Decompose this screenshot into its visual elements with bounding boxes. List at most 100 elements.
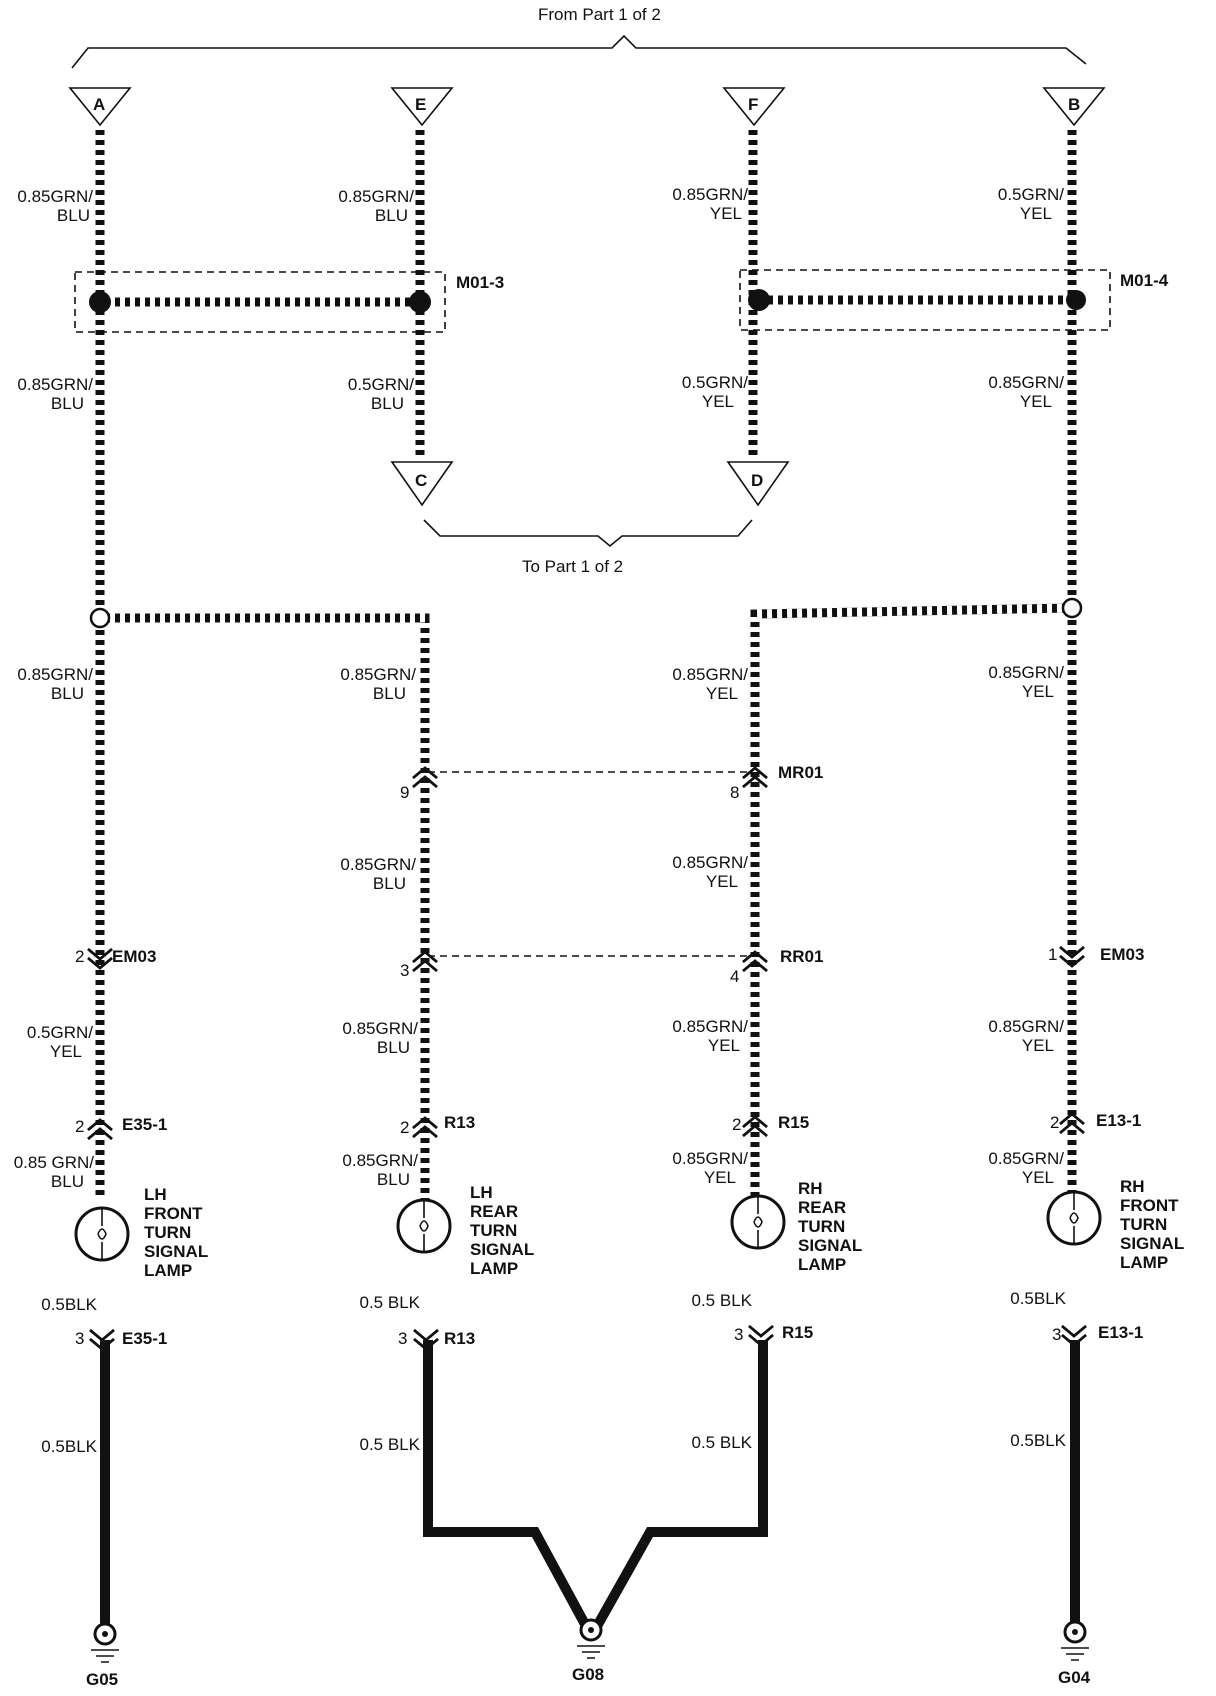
to-part-label: To Part 1 of 2 xyxy=(522,557,623,576)
terminal-f: F xyxy=(722,87,786,127)
svg-text:0.5 BLK: 0.5 BLK xyxy=(692,1291,753,1310)
svg-text:D: D xyxy=(751,471,763,490)
splice-label-m014: M01-4 xyxy=(1120,271,1169,290)
splice-open-left xyxy=(89,607,111,629)
svg-text:G05: G05 xyxy=(86,1670,118,1689)
lamp-lh-front: LH FRONT TURN SIGNAL LAMP xyxy=(74,1185,213,1280)
svg-text:0.85GRN/YEL: 0.85GRN/YEL xyxy=(672,1149,748,1187)
mr01-label: MR01 xyxy=(778,763,823,782)
svg-text:F: F xyxy=(748,95,758,114)
wire-g08 xyxy=(423,1340,768,1633)
svg-text:0.5GRN/YEL: 0.5GRN/YEL xyxy=(27,1023,93,1061)
splice-box-m013 xyxy=(74,271,446,333)
svg-text:0.85GRN/BLU: 0.85GRN/BLU xyxy=(340,665,416,703)
wire-lh-rear-branch-hatch xyxy=(100,613,430,1200)
svg-text:0.5GRN/YEL: 0.5GRN/YEL xyxy=(998,185,1064,223)
splice-dot-e xyxy=(409,291,431,313)
svg-text:R13: R13 xyxy=(444,1113,475,1132)
connector-mr01-pin9: 9 xyxy=(400,766,438,802)
svg-text:0.85GRN/BLU: 0.85GRN/BLU xyxy=(340,855,416,893)
svg-text:0.85GRN/YEL: 0.85GRN/YEL xyxy=(988,373,1064,411)
svg-text:3: 3 xyxy=(1052,1325,1061,1344)
svg-text:0.85GRN/YEL: 0.85GRN/YEL xyxy=(672,185,748,223)
svg-text:LH FRONT TURN: LH FRONT TURN SIGNAL LAMP xyxy=(144,1185,213,1280)
connector-r15-top: 2 R15 xyxy=(732,1113,809,1137)
svg-text:0.85GRN/BLU: 0.85GRN/BLU xyxy=(342,1019,418,1057)
svg-text:G04: G04 xyxy=(1058,1668,1091,1687)
svg-text:0.85GRN/BLU: 0.85GRN/BLU xyxy=(17,665,93,703)
svg-text:0.85GRN/YEL: 0.85GRN/YEL xyxy=(988,663,1064,701)
lamp-rh-front: RH FRONT TURN SIGNAL LAMP xyxy=(1046,1177,1184,1272)
svg-text:C: C xyxy=(415,471,427,490)
svg-text:0.85GRN/BLU: 0.85GRN/BLU xyxy=(17,187,93,225)
connector-r15-bottom: 3 R15 xyxy=(734,1323,813,1347)
wire-lh-rear-branch xyxy=(100,613,430,1200)
from-bracket xyxy=(71,34,1087,69)
svg-text:0.85GRN/BLU: 0.85GRN/BLU xyxy=(342,1151,418,1189)
svg-text:0.85GRN/YEL: 0.85GRN/YEL xyxy=(672,1017,748,1055)
ground-g05: G05 xyxy=(86,1622,119,1689)
svg-text:3: 3 xyxy=(734,1325,743,1344)
svg-text:9: 9 xyxy=(400,783,409,802)
svg-text:LH REAR TURN: LH REAR TURN SIGNAL LAMP xyxy=(470,1183,539,1278)
connector-e131-bottom: 3 E13-1 xyxy=(1052,1323,1143,1347)
rr01-label: RR01 xyxy=(780,947,823,966)
svg-text:0.5BLK: 0.5BLK xyxy=(41,1295,97,1314)
svg-text:3: 3 xyxy=(398,1329,407,1348)
connector-rr01-pin4: 4 RR01 xyxy=(730,947,823,986)
svg-text:0.85GRN/YEL: 0.85GRN/YEL xyxy=(672,665,748,703)
connector-r13-top: 2 R13 xyxy=(400,1113,475,1138)
svg-text:0.5BLK: 0.5BLK xyxy=(41,1437,97,1456)
svg-text:0.85GRN/BLU: 0.85GRN/BLU xyxy=(17,375,93,413)
connector-mr01-pin8: 8 MR01 xyxy=(730,763,823,802)
svg-text:R13: R13 xyxy=(444,1329,475,1348)
svg-text:A: A xyxy=(93,95,105,114)
svg-text:0.85GRN/YEL: 0.85GRN/YEL xyxy=(672,853,748,891)
svg-text:0.5BLK: 0.5BLK xyxy=(1010,1289,1066,1308)
splice-box-m014 xyxy=(739,269,1111,331)
svg-text:EM03: EM03 xyxy=(1100,945,1144,964)
connector-em03-left: 2 EM03 xyxy=(75,947,156,970)
svg-text:0.5 BLK: 0.5 BLK xyxy=(692,1433,753,1452)
svg-text:1: 1 xyxy=(1048,945,1057,964)
svg-text:E35-1: E35-1 xyxy=(122,1115,167,1134)
svg-text:0.85GRN/YEL: 0.85GRN/YEL xyxy=(988,1017,1064,1055)
terminal-d: D xyxy=(726,461,790,507)
svg-text:0.5GRN/YEL: 0.5GRN/YEL xyxy=(682,373,748,411)
ground-g04: G04 xyxy=(1058,1620,1091,1687)
connector-em03-right: 1 EM03 xyxy=(1048,945,1144,968)
lamp-lh-rear: LH REAR TURN SIGNAL LAMP xyxy=(396,1183,539,1278)
svg-text:2: 2 xyxy=(75,947,84,966)
connector-e131-top: 2 E13-1 xyxy=(1050,1111,1141,1134)
svg-text:2: 2 xyxy=(1050,1113,1059,1132)
svg-text:8: 8 xyxy=(730,783,739,802)
svg-text:0.85 GRN/BLU: 0.85 GRN/BLU xyxy=(14,1153,95,1191)
svg-text:0.5 BLK: 0.5 BLK xyxy=(360,1293,421,1312)
splice-dot-b xyxy=(1066,290,1086,310)
connector-rr01-pin3: 3 xyxy=(400,950,438,980)
splice-dot-a xyxy=(89,291,111,313)
connector-r13-bottom: 3 R13 xyxy=(398,1329,475,1351)
svg-text:G08: G08 xyxy=(572,1665,604,1684)
svg-text:E35-1: E35-1 xyxy=(122,1329,167,1348)
terminal-c: C xyxy=(390,461,454,507)
lamp-rh-rear: RH REAR TURN SIGNAL LAMP xyxy=(730,1179,862,1274)
svg-text:4: 4 xyxy=(730,967,739,986)
terminal-b: B xyxy=(1042,87,1106,127)
svg-text:3: 3 xyxy=(400,961,409,980)
svg-text:E13-1: E13-1 xyxy=(1096,1111,1141,1130)
svg-text:B: B xyxy=(1068,95,1080,114)
svg-text:2: 2 xyxy=(732,1115,741,1134)
wire-rh-rear-branch xyxy=(750,603,1073,1200)
hatched-wires xyxy=(95,125,1077,1200)
svg-text:0.5 BLK: 0.5 BLK xyxy=(360,1435,421,1454)
to-bracket xyxy=(423,519,753,548)
svg-text:0.5GRN/BLU: 0.5GRN/BLU xyxy=(348,375,414,413)
svg-text:R15: R15 xyxy=(778,1113,809,1132)
splice-label-m013: M01-3 xyxy=(456,273,504,292)
terminal-e: E xyxy=(390,87,454,127)
svg-text:E13-1: E13-1 xyxy=(1098,1323,1143,1342)
connector-e351-top: 2 E35-1 xyxy=(75,1115,167,1140)
svg-text:2: 2 xyxy=(75,1117,84,1136)
